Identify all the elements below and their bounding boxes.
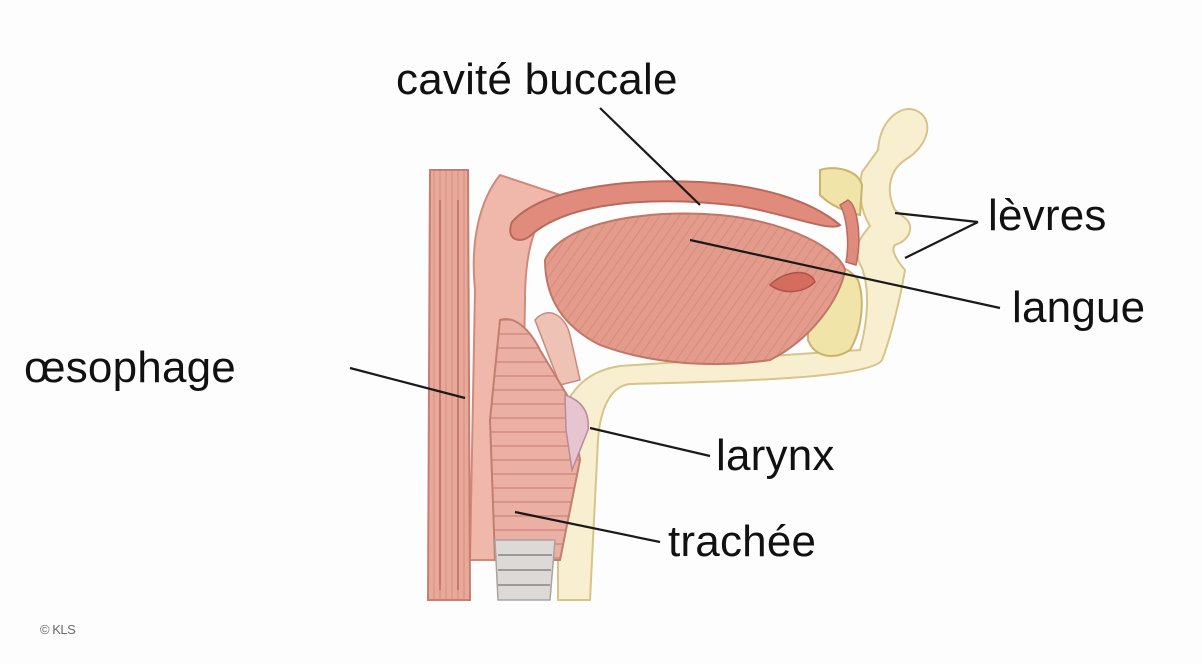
label-trachee: trachée — [668, 520, 816, 564]
oesophagus-tube — [428, 170, 470, 600]
label-levres: lèvres — [988, 194, 1107, 238]
leader-levres-bottom — [905, 222, 978, 258]
leader-larynx — [590, 428, 710, 456]
label-cavite-buccale: cavité buccale — [396, 58, 678, 102]
label-larynx: larynx — [716, 434, 835, 478]
label-langue: langue — [1012, 286, 1145, 330]
copyright-notice: © KLS — [40, 622, 75, 637]
label-oesophage: œsophage — [24, 346, 236, 390]
